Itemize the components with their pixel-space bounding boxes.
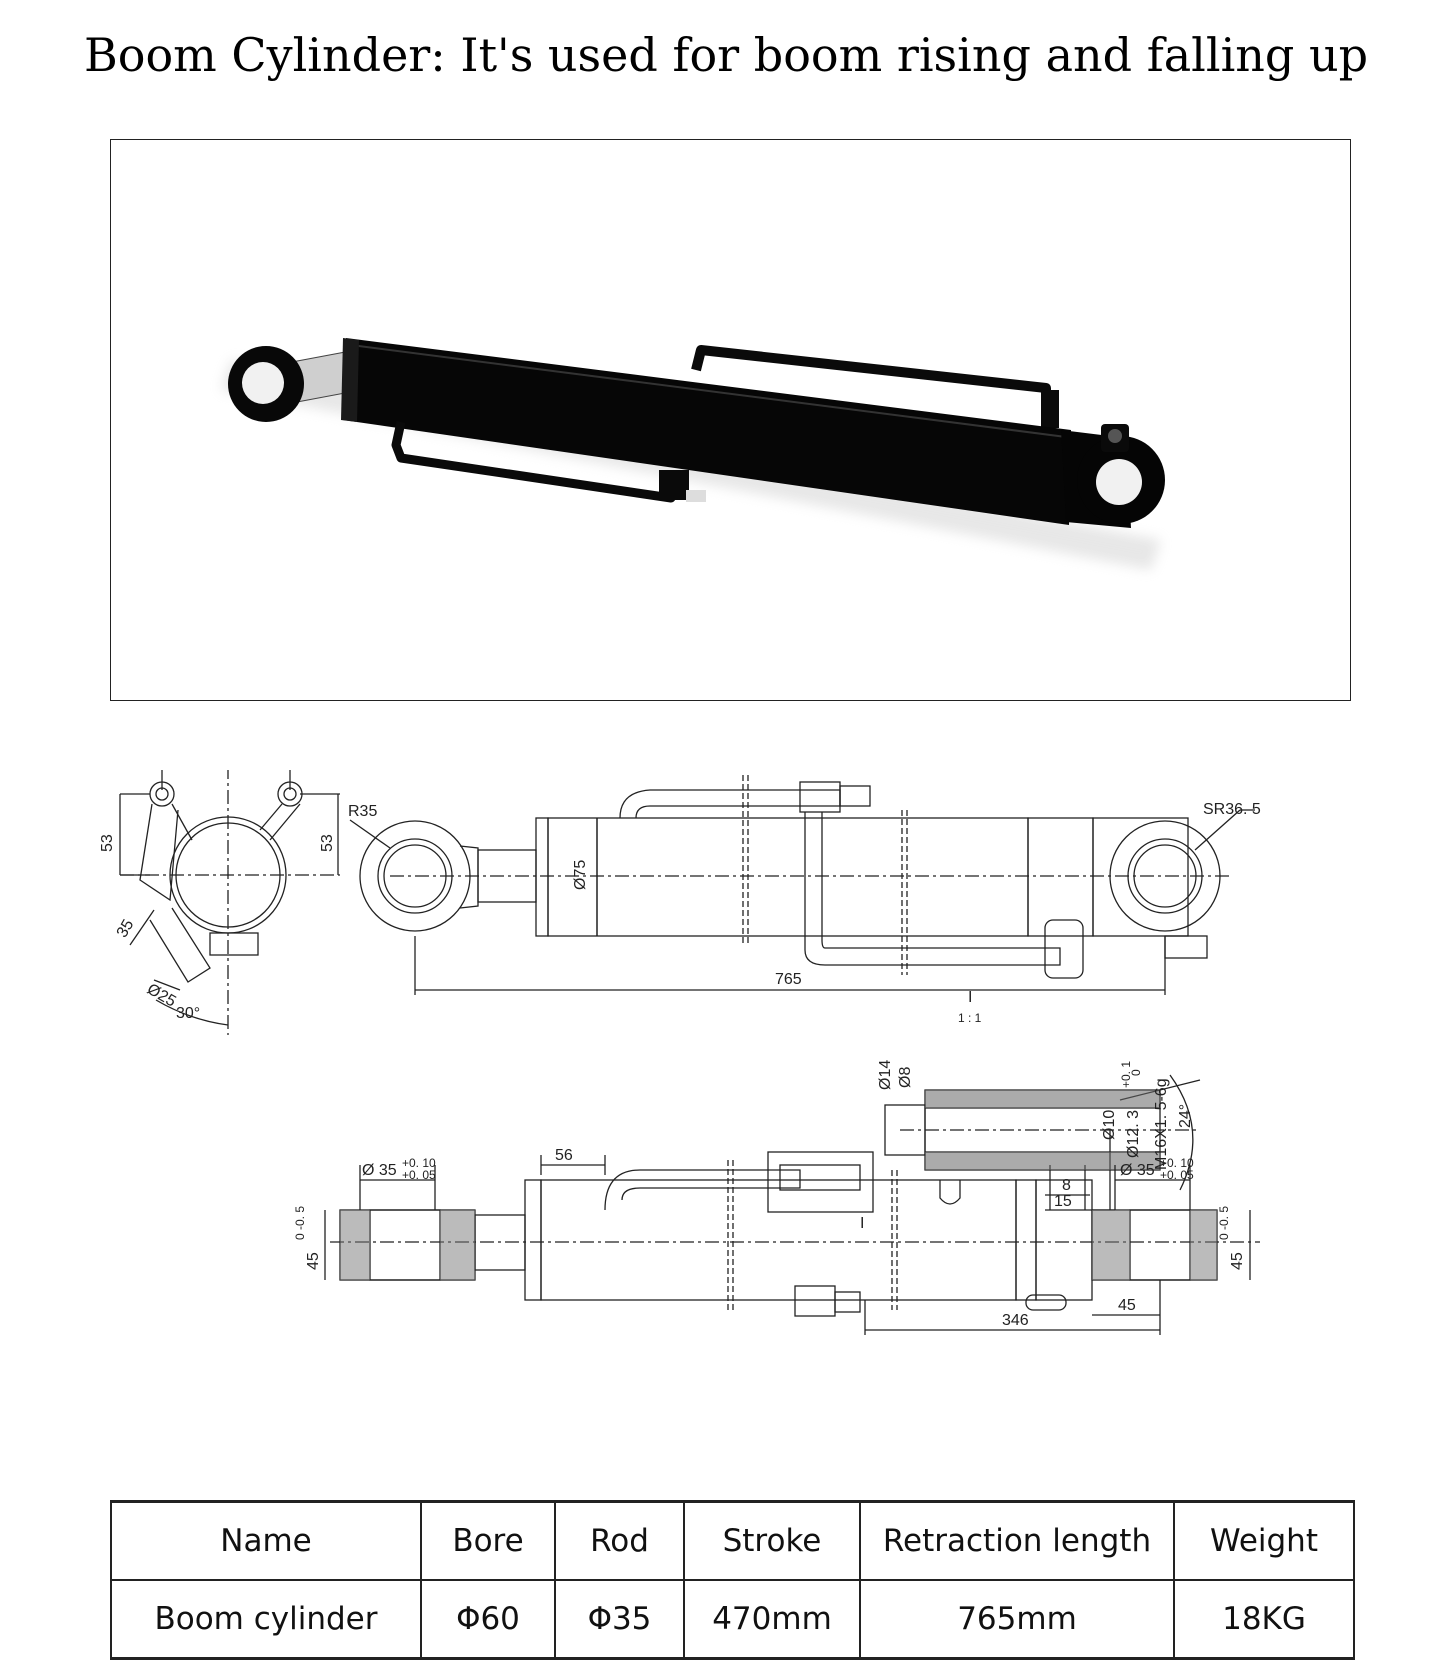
- dim-45-right-tol: 0 -0. 5: [1217, 1206, 1231, 1240]
- header-rod: Rod: [554, 1500, 685, 1581]
- header-retraction-length: Retraction length: [859, 1500, 1175, 1581]
- dim-dia35-right: Ø 35: [1120, 1162, 1155, 1179]
- tol-zero: 0: [1129, 1069, 1143, 1076]
- section-hatch: [340, 1210, 1217, 1280]
- dim-dia14: Ø14: [877, 1060, 894, 1090]
- section-mark-detail: I: [860, 1215, 864, 1232]
- scale-label: 1 : 1: [958, 1011, 982, 1025]
- dim-15: 15: [1054, 1193, 1072, 1210]
- dim-45-bottom: 45: [1118, 1297, 1136, 1314]
- dim-dia35-left: Ø 35: [362, 1162, 397, 1179]
- dim-r35: R35: [348, 803, 377, 820]
- header-bore: Bore: [420, 1500, 556, 1581]
- cell-bore: Φ60: [420, 1579, 556, 1660]
- dim-35: 35: [114, 917, 138, 941]
- tol-right: +0. 10+0. 05: [1160, 1156, 1194, 1182]
- cylinder-illustration: [221, 338, 1165, 570]
- header-name: Name: [110, 1500, 422, 1581]
- tol-plus01: +0. 1: [1119, 1061, 1133, 1088]
- dim-53-right: 53: [319, 834, 336, 852]
- dim-angle-24: 24°: [1177, 1104, 1194, 1128]
- cell-rod: Φ35: [554, 1579, 685, 1660]
- page-title: Boom Cylinder: It's used for boom rising…: [83, 28, 1369, 82]
- dim-dia123: Ø12. 3: [1125, 1110, 1142, 1158]
- technical-drawing: 40 40 53 53 35 Ø25 30° R35 Ø75 SR36. 5 7…: [100, 770, 1360, 1470]
- cell-name: Boom cylinder: [110, 1579, 422, 1660]
- dim-8: 8: [1062, 1177, 1071, 1194]
- table-header-row: Name Bore Rod Stroke Retraction length W…: [110, 1500, 1355, 1581]
- dim-angle-30: 30°: [176, 1005, 200, 1022]
- side-view: [349, 775, 1255, 995]
- detail-hatch: [925, 1090, 1160, 1170]
- dim-56: 56: [555, 1147, 573, 1164]
- end-view: [119, 770, 340, 1035]
- dim-sr365: SR36. 5: [1203, 801, 1261, 818]
- dim-45-right: 45: [1229, 1252, 1246, 1270]
- dim-53-left: 53: [100, 834, 116, 852]
- cell-weight: 18KG: [1173, 1579, 1355, 1660]
- dim-dia10: Ø10: [1101, 1110, 1118, 1140]
- dim-dia25: Ø25: [144, 981, 179, 1011]
- cell-retraction-length: 765mm: [859, 1579, 1175, 1660]
- table-row: Boom cylinder Φ60 Φ35 470mm 765mm 18KG: [110, 1579, 1355, 1660]
- dim-dia8: Ø8: [897, 1067, 914, 1088]
- cell-stroke: 470mm: [683, 1579, 861, 1660]
- dim-45-left-tol: 0 -0. 5: [293, 1206, 307, 1240]
- dim-thread: M16X1. 5-6g: [1153, 1078, 1170, 1170]
- header-weight: Weight: [1173, 1500, 1355, 1581]
- product-photo-frame: [110, 139, 1351, 701]
- drawing-svg: 40 40 53 53 35 Ø25 30° R35 Ø75 SR36. 5 7…: [100, 770, 1261, 1335]
- dim-346: 346: [1002, 1312, 1029, 1329]
- section-mark-side: I: [968, 989, 972, 1006]
- dim-45-left: 45: [305, 1252, 322, 1270]
- spec-table: Name Bore Rod Stroke Retraction length W…: [110, 1500, 1355, 1660]
- dim-765: 765: [775, 971, 802, 988]
- dim-dia75: Ø75: [572, 860, 589, 890]
- tol-left: +0. 10+0. 05: [402, 1156, 436, 1182]
- header-stroke: Stroke: [683, 1500, 861, 1581]
